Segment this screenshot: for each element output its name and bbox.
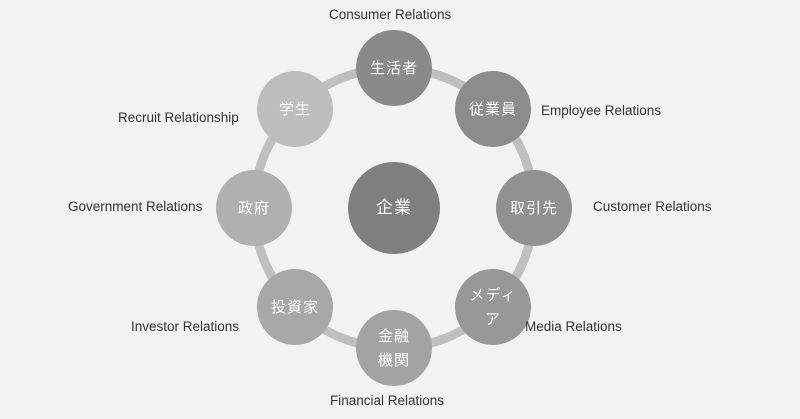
- label-customer-relations: Customer Relations: [593, 199, 712, 214]
- node-media: メディ ア: [454, 268, 531, 345]
- node-investor: 投資家: [257, 268, 333, 345]
- label-investor-relations: Investor Relations: [131, 319, 240, 334]
- label-consumer-relations: Consumer Relations: [329, 7, 452, 22]
- label-employee-relations: Employee Relations: [541, 103, 662, 118]
- label-government-relations: Government Relations: [68, 199, 203, 214]
- label-financial-relations: Financial Relations: [330, 393, 445, 408]
- label-recruit-relationship: Recruit Relationship: [118, 110, 239, 125]
- node-customer: 取引先: [496, 170, 572, 246]
- node-consumer: 生活者: [356, 30, 432, 106]
- node-recruit: 学生: [257, 71, 333, 147]
- node-government: 政府: [216, 170, 292, 246]
- label-media-relations: Media Relations: [525, 319, 622, 334]
- center-node-company: 企業: [348, 162, 440, 254]
- node-employee: 従業員: [454, 71, 531, 147]
- node-financial: 金融 機関: [356, 310, 432, 386]
